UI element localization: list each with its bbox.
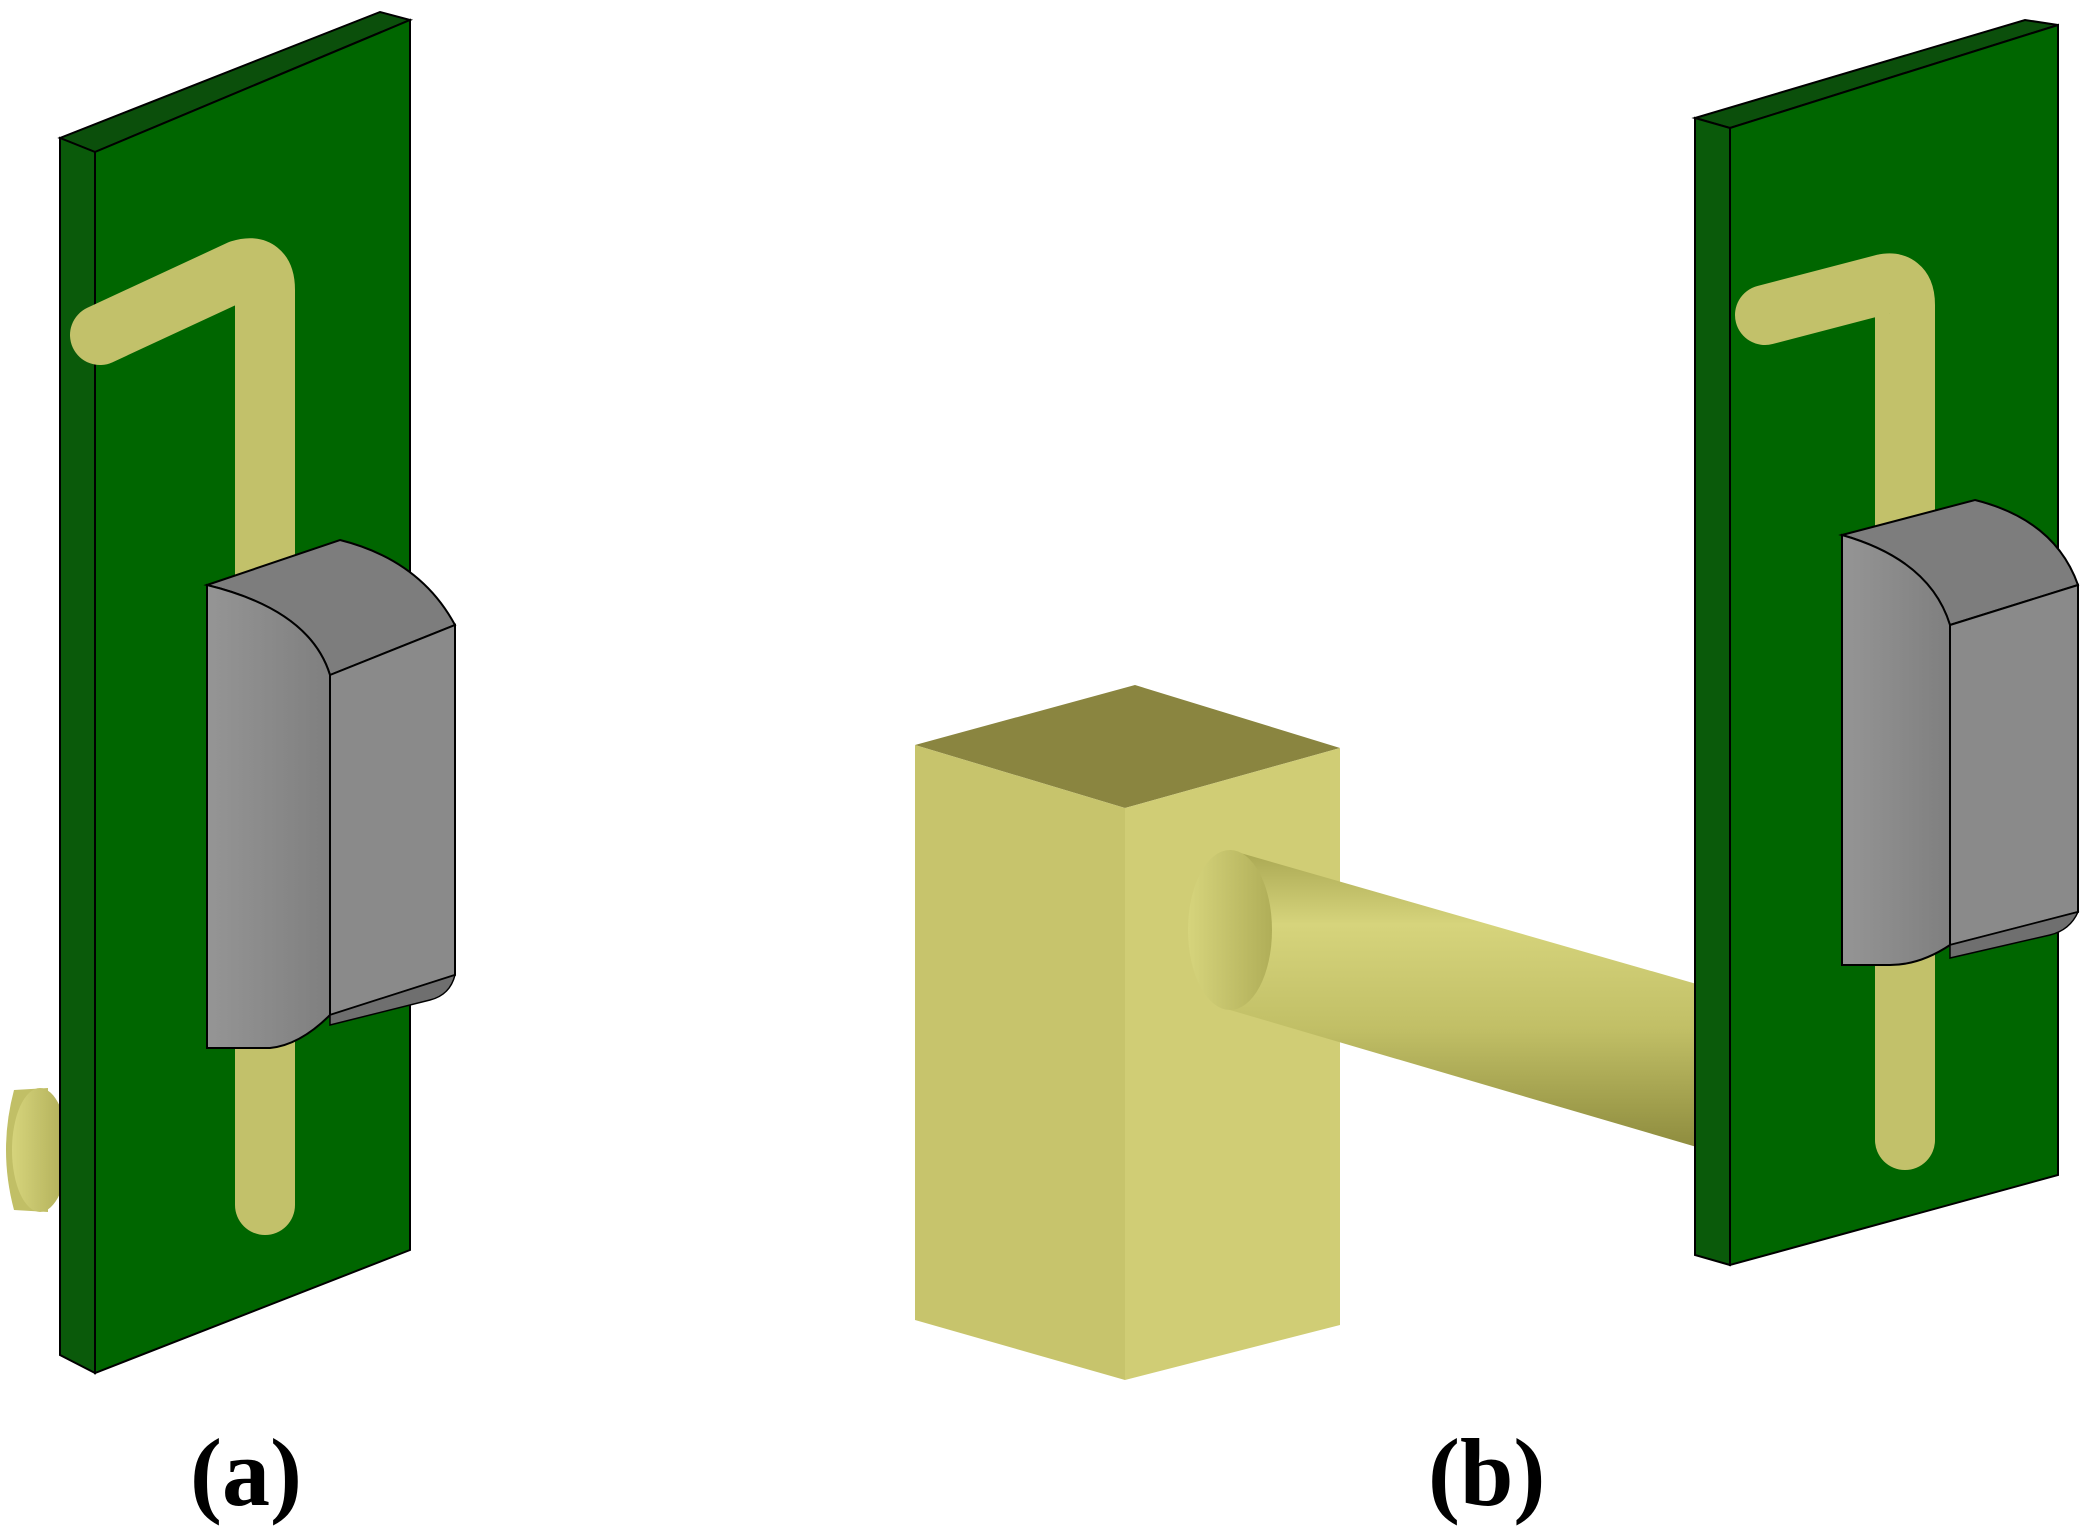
panel-b-label: (b) (1428, 1419, 1546, 1526)
panel-b-shield (1838, 498, 2080, 966)
panel-a-label: (a) (190, 1419, 302, 1526)
panel-a-rod-stub (6, 1088, 68, 1212)
panel-b-model (915, 18, 2080, 1380)
panel-a-model (6, 10, 457, 1375)
panel-a-copper-trace (70, 238, 295, 1235)
panel-b-copper-trace (1735, 253, 1935, 1170)
panel-b-cube (915, 685, 1340, 1380)
panel-b-rod (1188, 850, 1700, 1148)
panel-a-shield (203, 538, 457, 1049)
